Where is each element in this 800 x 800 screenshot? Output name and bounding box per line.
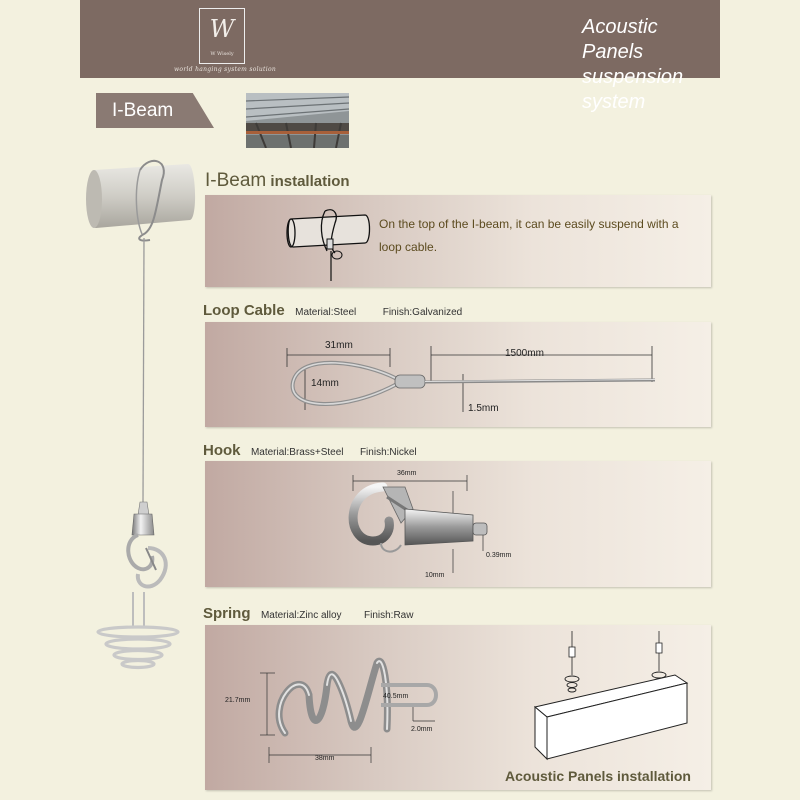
assembly-illustration bbox=[86, 159, 196, 670]
spring-material: Material:Zinc alloy bbox=[260, 610, 342, 621]
hook-section-title: Hook Material:Brass+Steel Finish:Nickel bbox=[203, 442, 417, 460]
dim-spring-wire: 2.0mm bbox=[411, 726, 433, 733]
hook-title: Hook bbox=[203, 442, 241, 459]
dim-spring-loop: 40.5mm bbox=[383, 693, 409, 700]
ibeam-section-title: I-Beam installation bbox=[205, 170, 350, 192]
page-title-line2: suspension system bbox=[582, 66, 684, 113]
tab-ibeam-label: I-Beam bbox=[112, 100, 174, 121]
dim-spring-height: 21.7mm bbox=[225, 697, 251, 704]
logo-subtext: W Wisely bbox=[210, 51, 234, 57]
loop-cable-finish: Finish:Galvanized bbox=[382, 307, 463, 318]
loop-cable-diagram bbox=[286, 346, 656, 412]
dim-spring-length: 38mm bbox=[315, 755, 335, 762]
hook-material: Material:Brass+Steel bbox=[250, 447, 344, 458]
loop-cable-panel: 31mm 14mm 1500mm 1.5mm bbox=[205, 322, 711, 427]
dim-loop-height: 14mm bbox=[311, 378, 339, 389]
hook-diagram bbox=[348, 475, 488, 573]
dim-hook-diameter: 0.39mm bbox=[486, 552, 512, 559]
spring-title: Spring bbox=[203, 605, 251, 622]
loop-cable-material: Material:Steel bbox=[295, 307, 357, 318]
ibeam-panel: On the top of the I-beam, it can be easi… bbox=[205, 195, 711, 287]
loop-cable-title: Loop Cable bbox=[203, 302, 285, 319]
hook-panel: 36mm 0.39mm 10mm bbox=[205, 461, 711, 587]
acoustic-panel-illustration bbox=[533, 631, 689, 761]
header-banner: W W Wisely world hanging system solution… bbox=[80, 0, 720, 113]
spring-section-title: Spring Material:Zinc alloy Finish:Raw bbox=[203, 605, 413, 623]
spring-panel: 21.7mm 38mm 40.5mm 2.0mm Acoustic Panels… bbox=[205, 625, 711, 790]
spring-diagram bbox=[260, 657, 438, 763]
dim-loop-length: 31mm bbox=[325, 340, 353, 351]
dim-cable-length: 1500mm bbox=[505, 348, 544, 359]
page-title: Acoustic Panels suspension system bbox=[582, 15, 720, 115]
logo-mark: W bbox=[209, 15, 235, 43]
brand-logo: W W Wisely bbox=[199, 8, 245, 64]
ibeam-warehouse-photo bbox=[246, 93, 349, 148]
ibeam-title-main: I-Beam bbox=[205, 170, 267, 191]
acoustic-install-caption: Acoustic Panels installation bbox=[505, 768, 691, 784]
dim-hook-width: 36mm bbox=[397, 470, 417, 477]
brand-tagline: world hanging system solution bbox=[174, 66, 277, 73]
dim-hook-height: 10mm bbox=[425, 572, 445, 579]
tab-ibeam[interactable]: I-Beam bbox=[96, 93, 214, 128]
hook-finish: Finish:Nickel bbox=[359, 447, 417, 458]
ibeam-description: On the top of the I-beam, it can be easi… bbox=[379, 217, 679, 254]
page-title-line1: Acoustic Panels bbox=[582, 16, 658, 63]
ibeam-loop-diagram bbox=[286, 209, 371, 281]
spring-finish: Finish:Raw bbox=[364, 610, 414, 621]
dim-cable-diameter: 1.5mm bbox=[468, 403, 499, 414]
loop-cable-section-title: Loop Cable Material:Steel Finish:Galvani… bbox=[203, 302, 462, 320]
ibeam-title-rest: installation bbox=[266, 173, 350, 190]
